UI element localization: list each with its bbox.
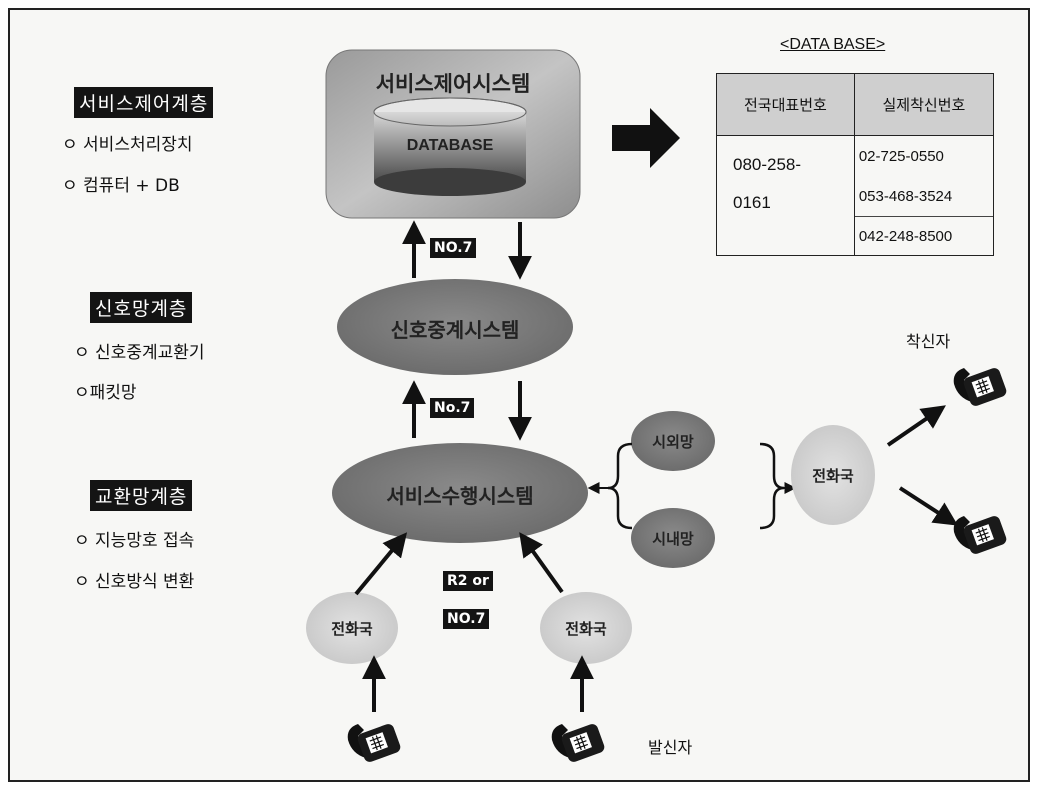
table-cell-actual: 042-248-8500 [853, 216, 995, 256]
long-distance-network-node [631, 411, 715, 471]
link-label-no7-lower: NO.7 [443, 609, 490, 629]
telephone-icon [953, 513, 1009, 557]
phone-office-center-label: 전화국 [565, 620, 607, 638]
table-cell-actual: 02-725-0550 [853, 135, 995, 176]
phone-office-left-label: 전화국 [331, 620, 373, 638]
telephone-icon [347, 721, 403, 765]
callee-label: 착신자 [906, 332, 951, 351]
arrow-up-left [354, 532, 408, 596]
phone-office-right-node [791, 425, 875, 525]
local-label: 시내망 [652, 530, 694, 548]
table-header-row: 전국대표번호 실제착신번호 [716, 73, 995, 136]
link-label-no7-middle: No.7 [430, 398, 475, 418]
telephone-icon [953, 365, 1009, 409]
table-cell-actual: 053-468-3524 [853, 176, 995, 217]
phone-office-right-label: 전화국 [812, 467, 854, 485]
service-exec-node [332, 443, 588, 543]
representative-number-line: 080-258- [733, 155, 802, 174]
layer-title-signal-network: 신호망계층 [90, 292, 193, 323]
telephone-icon [551, 721, 607, 765]
signal-relay-label: 신호중계시스템 [390, 318, 520, 342]
layer-item: ㅇ 신호방식 변환 [74, 572, 195, 592]
arrow-to-callee-bottom [898, 486, 959, 526]
layer-item: ㅇ 컴퓨터 + DB [62, 176, 180, 196]
layer-item: ㅇ 서비스처리장치 [62, 135, 193, 155]
database-table-title: <DATA BASE> [780, 36, 886, 53]
long-distance-label: 시외망 [652, 433, 694, 451]
link-label-no7-upper: NO.7 [430, 238, 477, 258]
signal-relay-node [337, 279, 573, 375]
phone-office-left-node [306, 592, 398, 664]
table-header: 실제착신번호 [853, 73, 995, 136]
layer-item: ㅇ 지능망호 접속 [74, 531, 195, 551]
layer-item: ㅇ 신호중계교환기 [74, 343, 205, 363]
table-cell-representative: 080-258- 0161 [716, 135, 855, 256]
layer-item: ㅇ패킷망 [74, 383, 137, 403]
phone-office-center-node [540, 592, 632, 664]
layer-title-service-control: 서비스제어계층 [74, 87, 214, 118]
right-bracket [759, 442, 785, 530]
database-label: DATABASE [406, 137, 494, 154]
left-bracket [607, 442, 633, 530]
arrow-up-right [519, 532, 564, 594]
service-exec-label: 서비스수행시스템 [386, 484, 534, 508]
link-label-r2-or: R2 or [443, 571, 493, 591]
service-control-label: 서비스제어시스템 [375, 72, 531, 96]
arrow-to-callee-top [886, 405, 946, 447]
table-header: 전국대표번호 [716, 73, 855, 136]
layer-title-switching-network: 교환망계층 [90, 480, 193, 511]
caller-label: 발신자 [648, 738, 693, 757]
local-network-node [631, 508, 715, 568]
database-table: 전국대표번호 실제착신번호 080-258- 0161 02-725-0550 … [716, 73, 995, 256]
representative-number-line: 0161 [733, 193, 771, 212]
big-right-arrow [612, 108, 680, 168]
